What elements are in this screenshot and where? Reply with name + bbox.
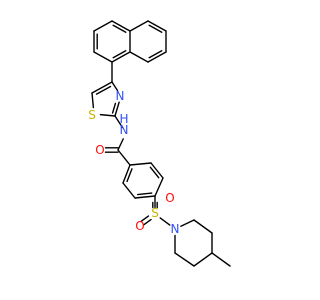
atom-label-o2: O	[165, 191, 174, 205]
bond-s2-o3-second	[140, 215, 150, 223]
bond-c9-c10	[147, 20, 167, 32]
bond-b1-b2-inner	[126, 168, 133, 183]
bond-t_c4-t_c5-inner	[95, 85, 112, 95]
atom-label-t_s1: S	[88, 108, 96, 122]
bond-t_c2-nh	[114, 115, 124, 129]
bond-b5-b6	[150, 162, 164, 179]
bond-c10-c5	[129, 20, 149, 32]
bond-c6-c1	[93, 20, 113, 32]
bond-co-b1	[117, 149, 131, 166]
bond-b3-b4-inner	[136, 192, 153, 196]
bond-s2-o3	[142, 218, 152, 226]
bond-t_c2-t_n3-inner	[111, 102, 117, 114]
bond-nh-co	[117, 138, 124, 151]
bond-b2-b3	[122, 182, 136, 199]
bond-t_c5-t_s1	[91, 92, 95, 109]
bond-p4-p5	[193, 252, 213, 267]
bond-t_n3-t_c4	[111, 81, 119, 92]
bond-c3-c4	[111, 51, 131, 63]
atom-label-o1: O	[95, 143, 104, 157]
bond-p4-me	[211, 252, 231, 267]
bond-c2-c3	[93, 51, 113, 63]
bond-b1-b2	[122, 164, 131, 184]
bond-s2-pn	[159, 217, 171, 226]
atom-label-h: H	[119, 112, 128, 126]
atom-label-nh: N	[120, 123, 129, 137]
bond-t_c2-t_n3	[114, 101, 120, 117]
bond-p2-p3	[193, 219, 213, 234]
atom-label-o3: O	[135, 219, 144, 233]
bond-pn-p2	[180, 219, 195, 227]
bond-t_c4-t_c5	[91, 81, 113, 94]
bond-c7-c8-inner	[148, 50, 163, 59]
background	[0, 0, 300, 300]
bond-c3-c4-inner	[112, 50, 127, 59]
bond-c7-c8	[147, 51, 167, 63]
atom-label-s2: S	[151, 206, 159, 220]
atom-label-pn: N	[171, 222, 180, 236]
bond-t_s1-t_c2	[99, 113, 116, 117]
bond-b6-b1	[129, 162, 152, 166]
bond-c5-c6-inner	[112, 24, 127, 33]
bond-p5-p6	[174, 252, 195, 267]
bond-c5-c6	[111, 20, 131, 32]
bonds-layer	[91, 20, 231, 267]
bond-c9-c10-inner	[148, 24, 163, 33]
bond-b3-b4	[134, 195, 156, 199]
bond-b5-b6-inner	[149, 166, 160, 179]
bond-b4-b5	[154, 177, 164, 197]
atom-label-t_n3: N	[116, 89, 125, 103]
bond-c4-c7	[129, 51, 149, 63]
